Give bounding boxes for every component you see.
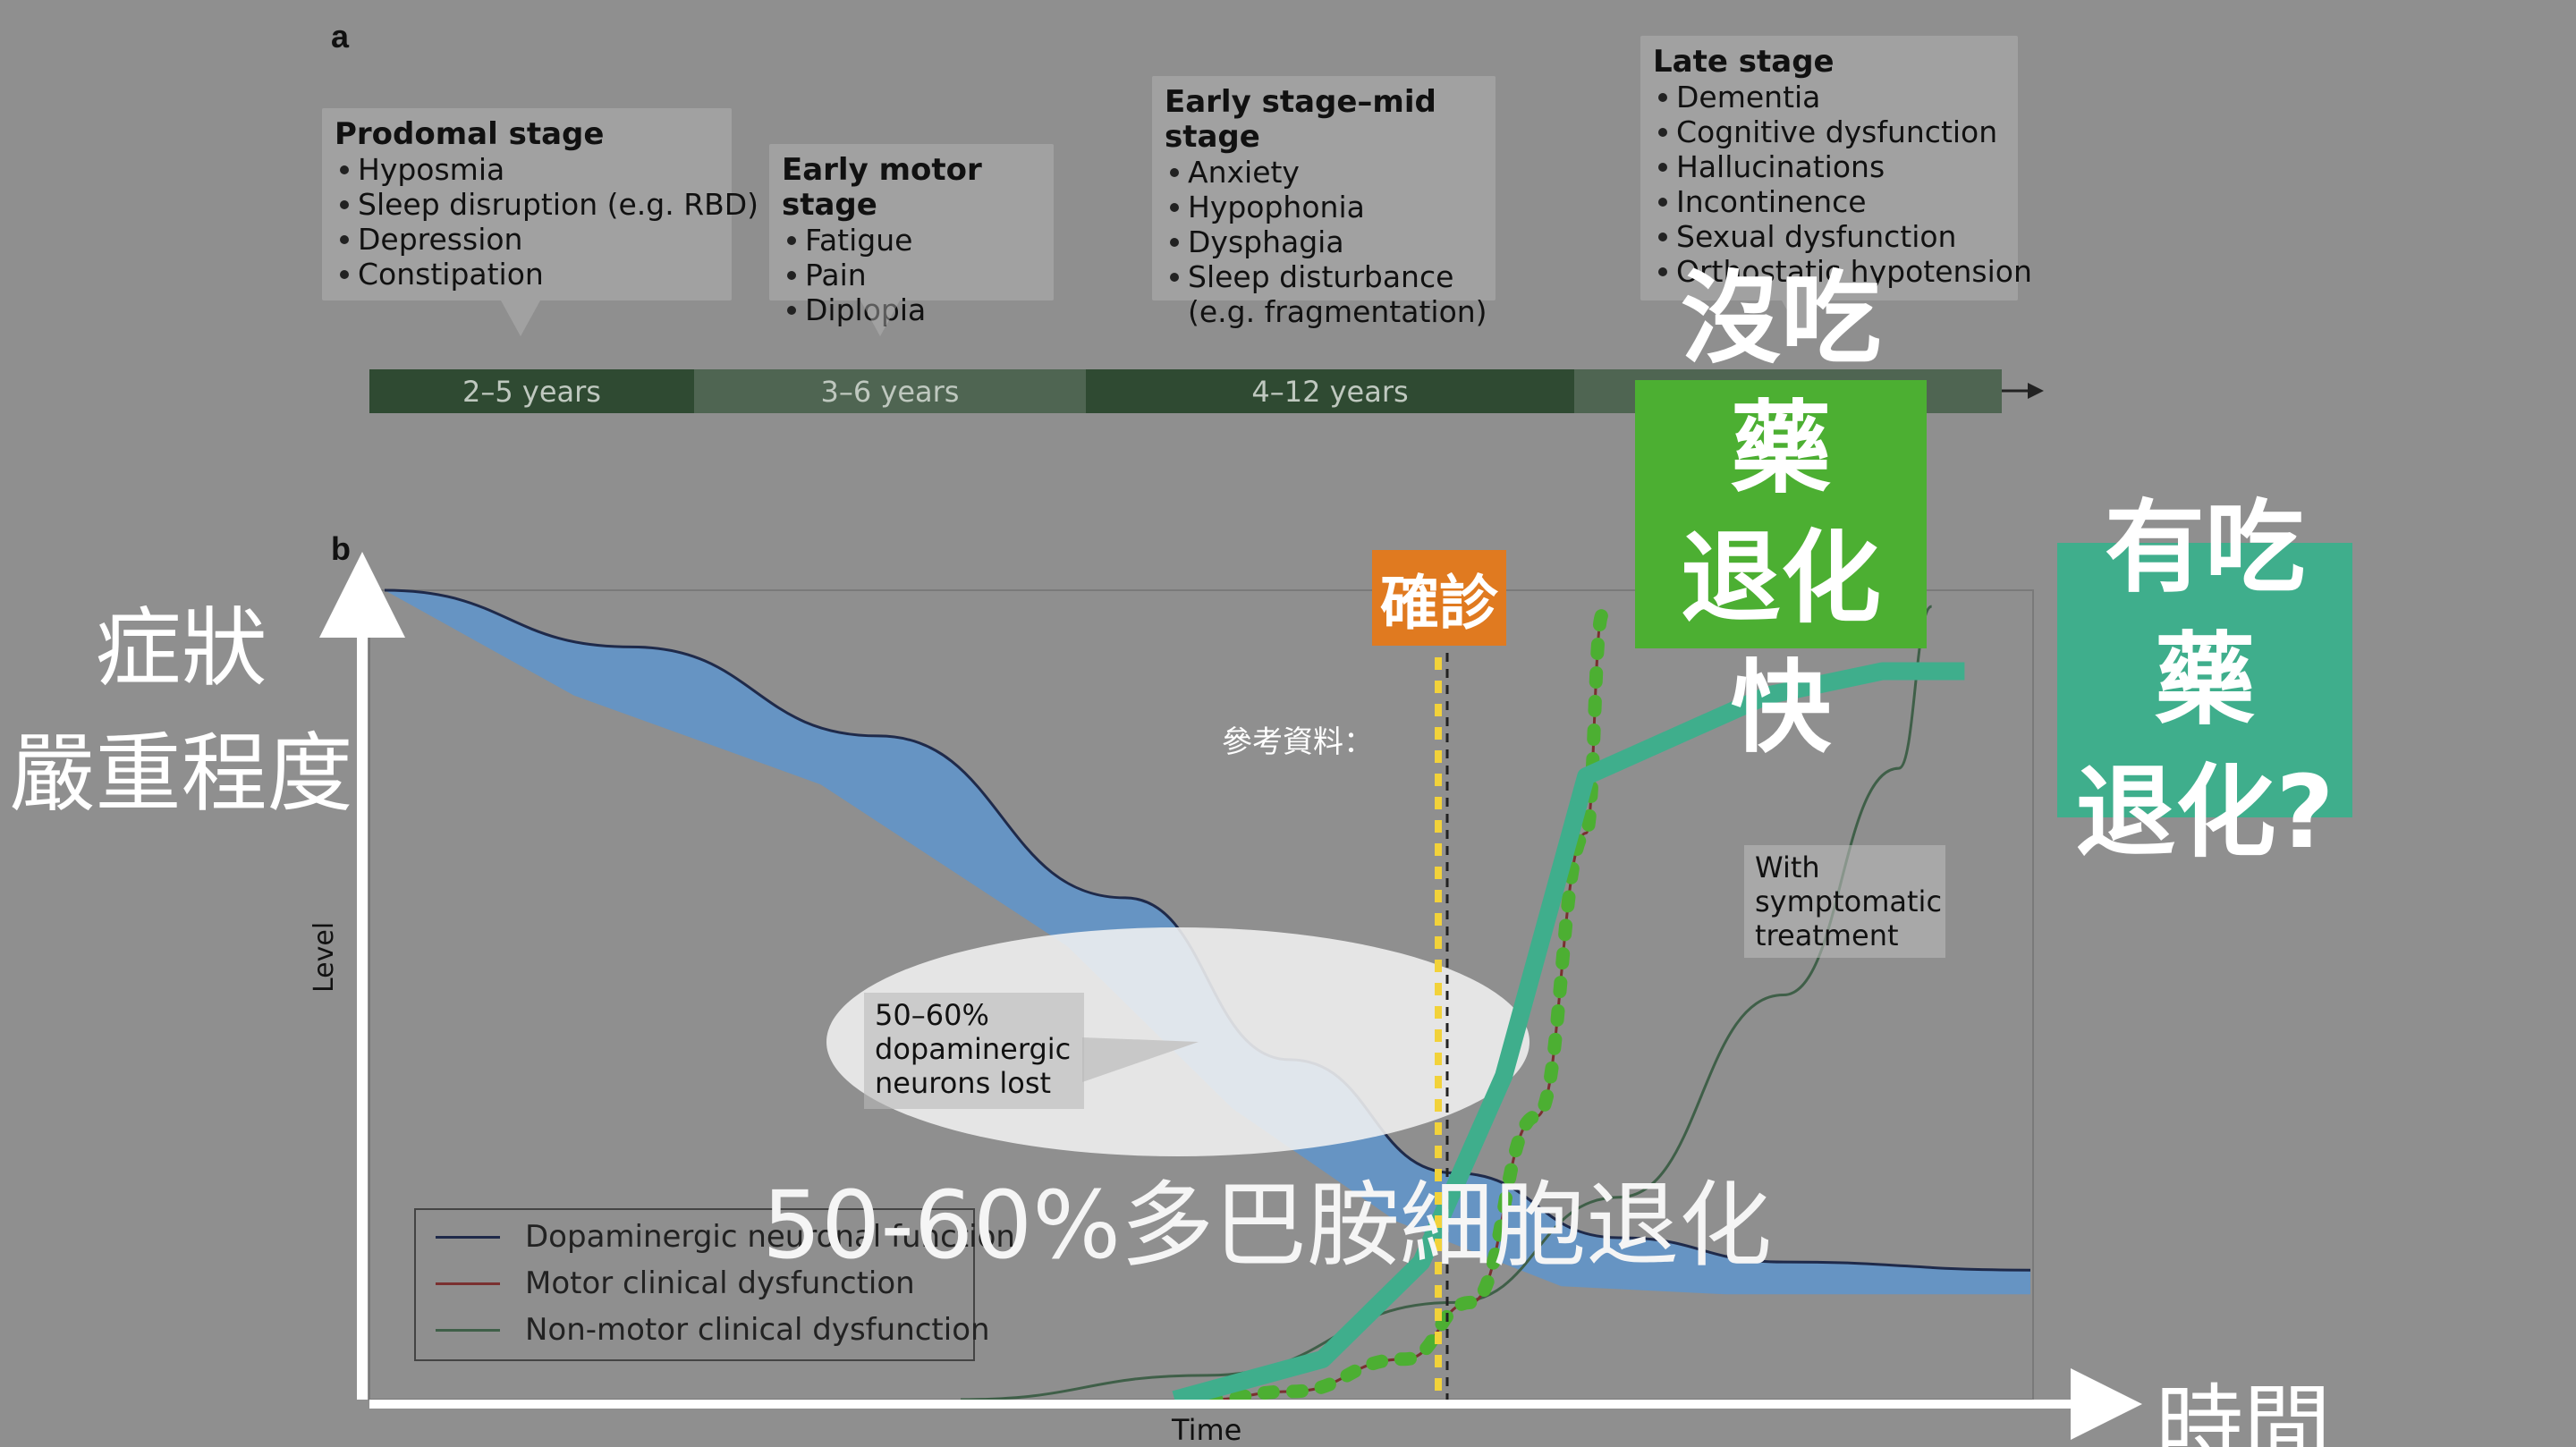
- symptom-item: Incontinence: [1653, 184, 2005, 219]
- legend-label: Motor clinical dysfunction: [525, 1265, 915, 1301]
- symptom-item: Sleep disturbance: [1165, 259, 1483, 294]
- stage-early-mid: Early stage–mid stage Anxiety Hypophonia…: [1152, 76, 1496, 329]
- with-medication-curve: [1172, 662, 1965, 1409]
- diagnosis-label: 確診: [1372, 550, 1506, 646]
- non-motor-curve: [960, 605, 1933, 1401]
- legend-label: Non-motor clinical dysfunction: [525, 1312, 990, 1348]
- symptom-item: Dementia: [1653, 80, 2005, 114]
- legend-label: Dopaminergic neuronal function: [525, 1219, 1015, 1255]
- symptom-item: Hallucinations: [1653, 149, 2005, 184]
- timeline-segment: 3–6 years: [694, 369, 1086, 413]
- level-axis-label: Level: [309, 921, 340, 993]
- timeline-segment: 4–12 years: [1086, 369, 1574, 413]
- no-medication-label: 沒吃藥 退化快: [1635, 261, 1927, 766]
- no-medication-curve: [1200, 607, 1610, 1407]
- with-medication-label: 有吃藥 退化?: [2057, 490, 2352, 871]
- treatment-note: With symptomatic treatment: [1744, 845, 1945, 958]
- symptom-item: Constipation: [335, 257, 719, 292]
- symptom-item: Pain: [782, 258, 1041, 292]
- stage-early-motor: Early motor stage Fatigue Pain Diplopia: [769, 144, 1054, 327]
- timeline-segment: 2–5 years: [369, 369, 694, 413]
- dopamine-caption: 50-60%多巴胺細胞退化: [762, 1171, 1773, 1280]
- legend-swatch: [436, 1235, 500, 1239]
- stage-title: Prodomal stage: [335, 116, 605, 152]
- y-axis-title: 症狀 嚴重程度: [9, 598, 353, 824]
- legend: Dopaminergic neuronal function Motor cli…: [414, 1208, 1015, 1361]
- symptom-item: Sexual dysfunction: [1653, 219, 2005, 254]
- symptom-item: Cognitive dysfunction: [1653, 114, 2005, 149]
- reference-label: 參考資料：: [1222, 724, 1374, 760]
- legend-item: Motor clinical dysfunction: [436, 1265, 915, 1301]
- legend-item: Non-motor clinical dysfunction: [436, 1312, 990, 1348]
- symptom-item: Orthostatic hypotension: [1653, 254, 2032, 289]
- symptom-item: Hypophonia: [1165, 190, 1483, 224]
- neurons-note-pointer: [1082, 1037, 1199, 1082]
- x-axis-title: 時間: [2156, 1375, 2332, 1447]
- stage-late: Late stage Dementia Cognitive dysfunctio…: [1640, 36, 2032, 300]
- symptom-item: Hyposmia: [335, 152, 719, 187]
- symptom-item: Anxiety: [1165, 155, 1483, 190]
- stage-title: Late stage: [1653, 44, 1835, 80]
- legend-item: Dopaminergic neuronal function: [436, 1219, 1015, 1255]
- legend-swatch: [436, 1282, 500, 1285]
- stage-callout-tail: [860, 300, 900, 336]
- stage-callout-tail: [1782, 300, 1821, 336]
- symptom-item: Diplopia: [782, 292, 1041, 327]
- panel-a-letter: a: [331, 18, 350, 55]
- neurons-lost-note: 50–60% dopaminergic neurons lost: [864, 993, 1084, 1109]
- symptom-item: Dysphagia: [1165, 224, 1483, 259]
- stage-title: Early motor stage: [782, 152, 982, 223]
- symptom-item: Depression: [335, 222, 719, 257]
- symptom-item-continuation: (e.g. fragmentation): [1188, 294, 1487, 329]
- dopaminergic-band: [385, 590, 2030, 1295]
- stage-title: Early stage–mid stage: [1165, 84, 1436, 155]
- time-axis-label: Time: [1172, 1413, 1242, 1447]
- symptom-item: Sleep disruption (e.g. RBD): [335, 187, 758, 222]
- stage-callout-tail: [501, 300, 540, 336]
- stage-prodromal: Prodomal stage Hyposmia Sleep disruption…: [322, 108, 758, 300]
- legend-swatch: [436, 1328, 500, 1332]
- symptom-item: Fatigue: [782, 223, 1041, 258]
